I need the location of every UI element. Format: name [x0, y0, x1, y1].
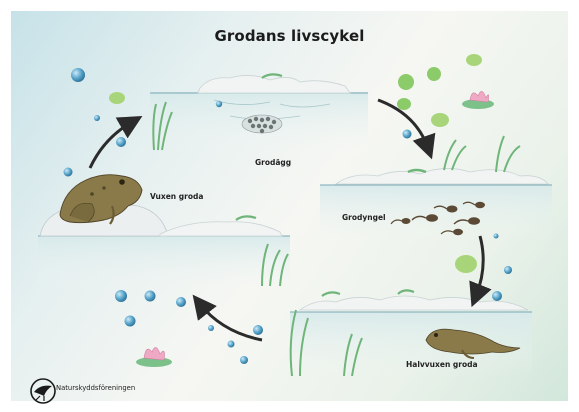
stage-label-adult: Vuxen groda — [150, 192, 203, 201]
stage-label-froglet: Halvvuxen groda — [406, 360, 478, 369]
organization-name: Naturskyddsföreningen — [56, 384, 135, 392]
egg-pond-scene — [150, 74, 368, 150]
water-lily-icon — [136, 347, 172, 367]
stage-label-tadpoles: Grodyngel — [342, 213, 386, 222]
page-title: Grodans livscykel — [0, 27, 579, 45]
stage-label-eggs: Grodägg — [255, 158, 291, 167]
bird-logo-icon — [31, 379, 55, 403]
frog-eggs-cluster — [242, 115, 282, 133]
tadpole-pond-scene — [320, 136, 552, 240]
water-lily-icon — [462, 91, 494, 109]
